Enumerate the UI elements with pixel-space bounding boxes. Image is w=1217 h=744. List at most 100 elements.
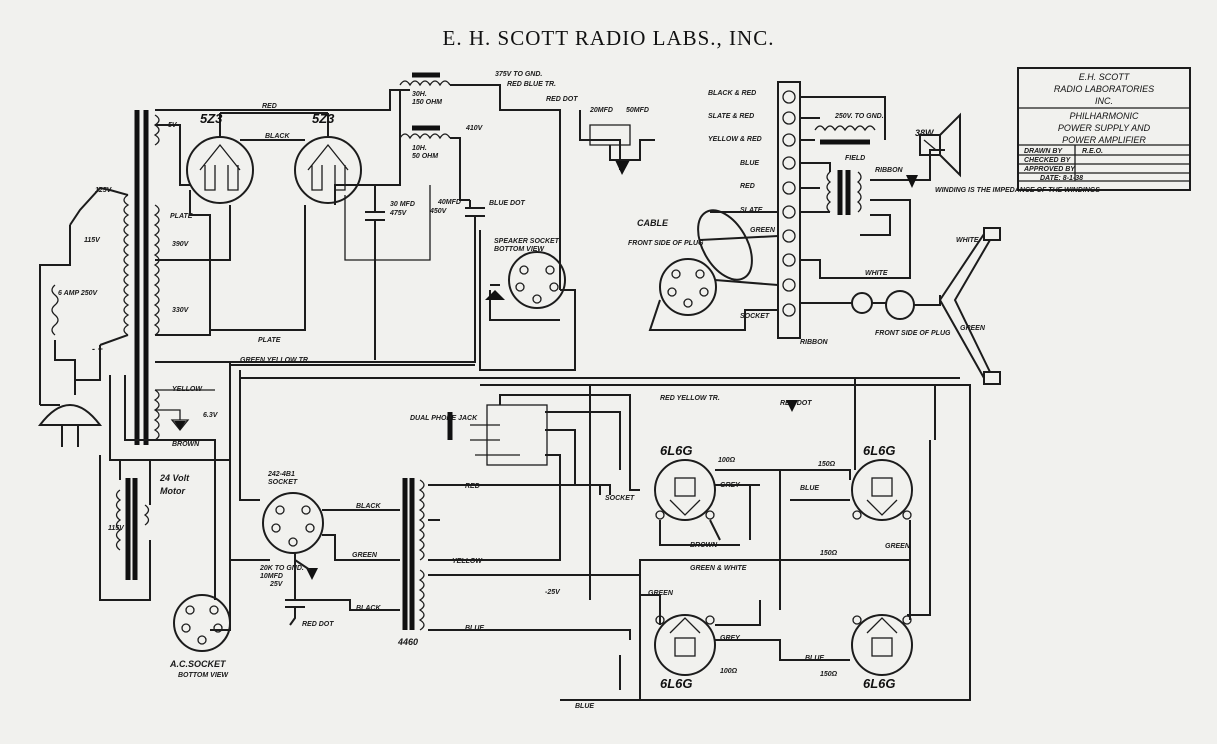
label-red-top: RED <box>262 103 277 110</box>
label-250v: 250V. TO GND. <box>834 113 884 120</box>
label-plate-bottom: PLATE <box>258 337 281 344</box>
label-green-right: GREEN <box>885 543 911 550</box>
label-475v: 475V <box>389 210 408 217</box>
label-speaker-socket-2: BOTTOM VIEW <box>494 246 545 253</box>
label-speaker-power: 38W <box>915 128 935 138</box>
label-10mfd: 10MFD <box>260 573 283 580</box>
label-50mfd: 50MFD <box>626 107 649 114</box>
label-40mfd: 40MFD <box>437 199 461 206</box>
label-blue-bus: BLUE <box>575 703 594 710</box>
label-black-red: BLACK & RED <box>708 90 756 97</box>
label-50ohm: 50 OHM <box>412 153 438 160</box>
ac-socket <box>173 594 231 652</box>
label-black-in-2: BLACK <box>356 605 381 612</box>
label-115v: 115V <box>84 237 101 244</box>
label-yellow-out: YELLOW <box>452 558 483 565</box>
label-black: BLACK <box>265 133 290 140</box>
ac-plug <box>37 404 103 447</box>
label-fuse: 6 AMP 250V <box>58 290 98 297</box>
filter-choke-top <box>399 72 451 87</box>
tube-6l6g-4: 6L6G <box>863 676 896 691</box>
label-red-strip: RED <box>740 183 755 190</box>
label-minus-plus: - + <box>92 344 103 354</box>
label-red-blue: RED BLUE TR. <box>507 81 556 88</box>
label-white-mid: WHITE <box>865 270 888 277</box>
label-brown: BROWN <box>172 441 200 448</box>
title-block-company-1: E.H. SCOTT <box>1079 72 1131 82</box>
label-red-yellow: RED YELLOW TR. <box>660 395 720 402</box>
tube-6l6g-top-left <box>654 459 716 521</box>
label-450v: 450V <box>429 208 448 215</box>
filter-choke-bottom <box>399 125 451 140</box>
title-block-drawing-1: PHILHARMONIC <box>1069 111 1139 121</box>
label-330v: 330V <box>172 307 190 314</box>
label-150ohm-mid: 150Ω <box>820 550 838 557</box>
label-20mfd: 20MFD <box>589 107 613 114</box>
title-block-company-2: RADIO LABORATORIES <box>1054 84 1154 94</box>
label-field: FIELD <box>845 155 865 162</box>
label-speaker-socket-1: SPEAKER SOCKET <box>494 238 560 245</box>
label-150ohm: 150 OHM <box>412 99 442 106</box>
label-red-dot-top: RED DOT <box>546 96 578 103</box>
label-115v-motor: 115V <box>108 525 125 532</box>
cable-plug <box>659 209 753 316</box>
label-blue-top: BLUE <box>800 485 819 492</box>
label-bottom-view: BOTTOM VIEW <box>178 672 229 679</box>
label-grey-top: GREY <box>720 482 741 489</box>
label-winding-note: WINDING IS THE IMPEDANCE OF THE WINDINGS <box>935 187 1100 194</box>
page-title: E. H. SCOTT RADIO LABS., INC. <box>442 26 775 50</box>
power-transformer <box>123 110 160 445</box>
label-6-3v: 6.3V <box>203 412 219 419</box>
label-blue-strip: BLUE <box>740 160 759 167</box>
label-red-dot-bottom: RED DOT <box>302 621 334 628</box>
label-30mfd: 30 MFD <box>390 201 415 208</box>
filter-capacitor-40mfd <box>465 207 485 217</box>
title-block-drawn-value: R.E.O. <box>1082 148 1103 155</box>
label-cable: CABLE <box>637 218 669 228</box>
label-red-out: RED <box>465 483 480 490</box>
output-transformer <box>814 125 876 215</box>
terminal-strip <box>777 81 801 339</box>
label-green-left: GREEN <box>648 590 674 597</box>
label-100ohm-bottom: 100Ω <box>720 668 738 675</box>
label-slate-red: SLATE & RED <box>708 113 754 120</box>
speaker-socket <box>508 251 566 309</box>
tube-6l6g-bottom-right <box>851 614 913 676</box>
tweeter-horn <box>938 227 1001 385</box>
title-block-drawing-2: POWER SUPPLY AND <box>1058 123 1151 133</box>
label-white-tweeter: WHITE <box>956 237 979 244</box>
label-blue-out: BLUE <box>465 625 484 632</box>
label-front-plug-1: FRONT SIDE OF PLUG <box>628 240 704 247</box>
rectifier-tube-2 <box>294 113 362 204</box>
label-brown-out: BROWN <box>690 542 718 549</box>
tube-5z3-left: 5Z3 <box>200 111 223 126</box>
label-green-white: GREEN & WHITE <box>690 565 747 572</box>
label-green-in: GREEN <box>352 552 378 559</box>
label-150ohm-bottom: 150Ω <box>820 671 838 678</box>
label-blue-bottom: BLUE <box>805 655 824 662</box>
label-10h: 10H. <box>412 145 427 152</box>
tube-5z3-right: 5Z3 <box>312 111 335 126</box>
label-minus-25v: -25V <box>545 589 561 596</box>
label-socket-label: SOCKET <box>605 495 635 502</box>
main-speaker <box>919 112 961 178</box>
label-green-tweeter: GREEN <box>960 325 986 332</box>
label-ribbon-bottom: RIBBON <box>800 339 829 346</box>
label-410v: 410V <box>465 125 484 132</box>
label-4460: 4460 <box>397 637 418 647</box>
label-375v: 375V TO GND. <box>495 71 542 78</box>
label-242-socket-2: SOCKET <box>268 479 298 486</box>
label-black-in: BLACK <box>356 503 381 510</box>
label-grey-bottom: GREY <box>720 635 741 642</box>
label-green-strip: GREEN <box>750 227 776 234</box>
title-block: E.H. SCOTT RADIO LABORATORIES INC. PHILH… <box>1017 67 1191 191</box>
motor-transformer <box>115 478 150 580</box>
label-ac-socket: A.C.SOCKET <box>169 659 227 669</box>
label-30h: 30H. <box>412 91 427 98</box>
title-block-checked-label: CHECKED BY <box>1024 157 1072 164</box>
title-block-date: DATE: 8-1-38 <box>1040 175 1083 182</box>
label-390v: 390V <box>172 241 190 248</box>
label-150ohm-top: 150Ω <box>818 461 836 468</box>
